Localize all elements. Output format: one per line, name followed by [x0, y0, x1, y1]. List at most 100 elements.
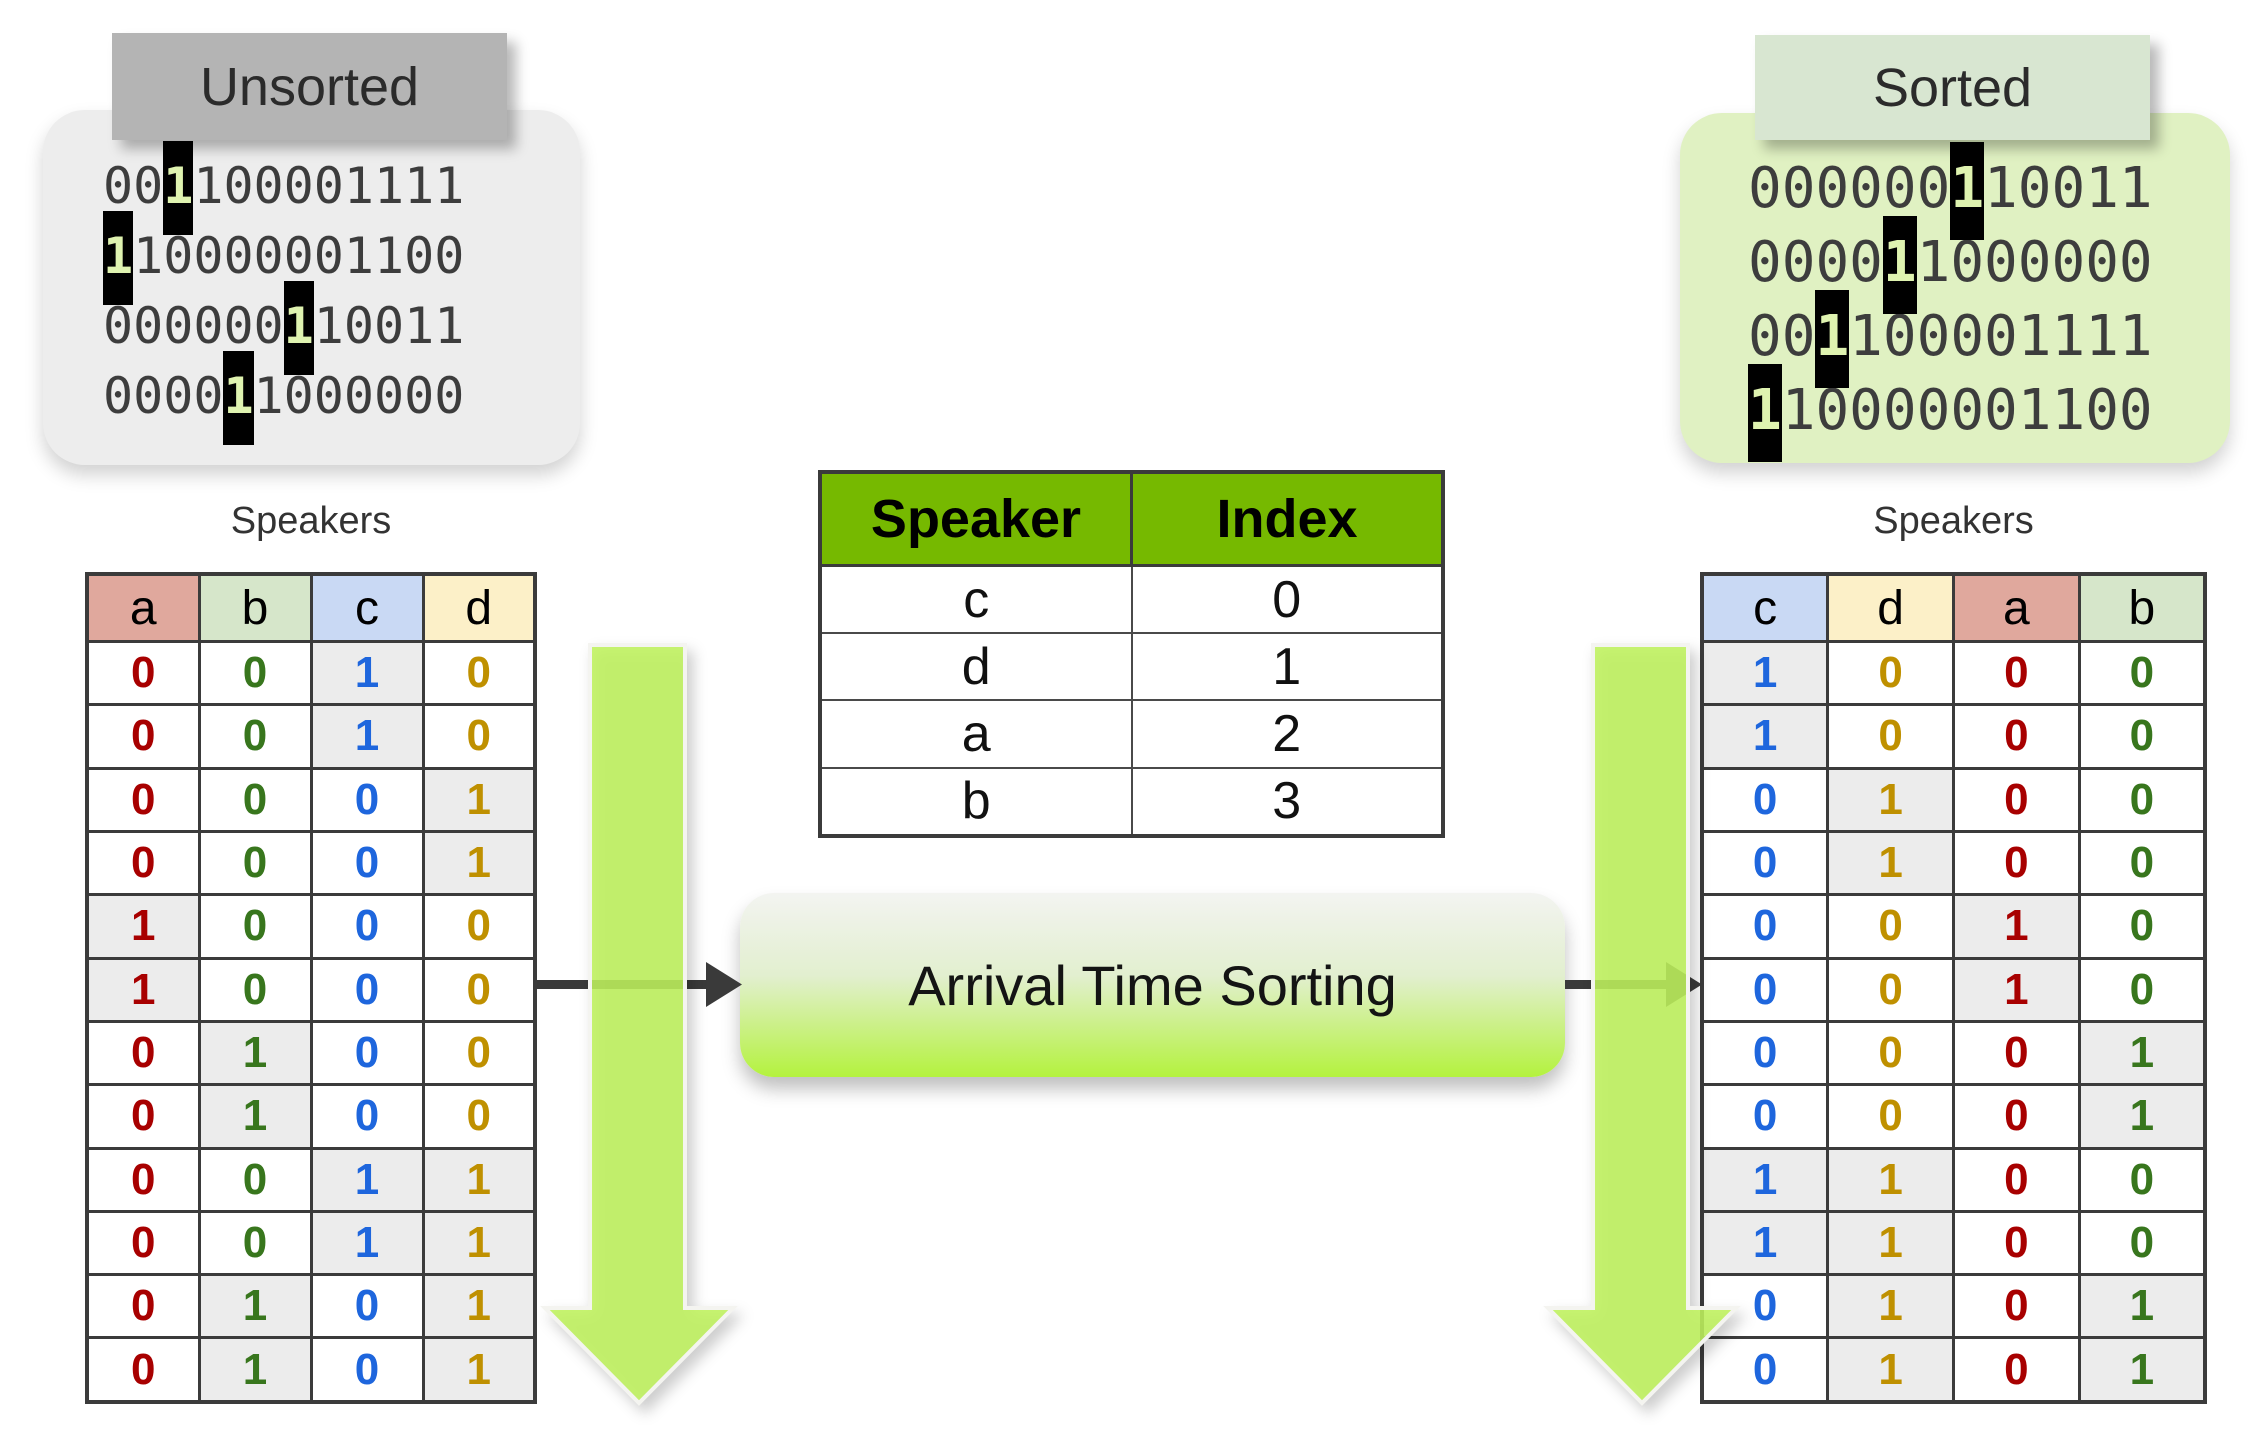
bit: 0 — [1815, 156, 1850, 221]
flow-arrow-to-process — [537, 962, 742, 1007]
bit-cell: 0 — [1700, 766, 1830, 833]
bit-cell: 1 — [197, 1083, 313, 1150]
bit: 1 — [1781, 378, 1816, 443]
bit: 0 — [1950, 304, 1985, 369]
bit: 0 — [2051, 156, 2086, 221]
bit-cell: 0 — [197, 703, 313, 770]
bit-cell: 1 — [1826, 829, 1955, 897]
bit: 0 — [223, 297, 254, 355]
speakers-title-left: Speakers — [230, 500, 392, 542]
bit: 0 — [103, 367, 134, 425]
bit-cell: 1 — [197, 1336, 313, 1404]
bit-cell: 0 — [1826, 703, 1955, 770]
bit-cell: 0 — [85, 1019, 201, 1087]
column-header-a: a — [85, 572, 201, 643]
bit: 0 — [1950, 378, 1985, 443]
bit-cell: 0 — [1826, 1083, 1955, 1150]
bit-cell: 0 — [1700, 1083, 1830, 1150]
bit: 0 — [2017, 156, 2052, 221]
bit-cell: 1 — [1700, 703, 1830, 770]
bit-cell: 1 — [197, 1273, 313, 1340]
bit-cell: 0 — [197, 956, 313, 1023]
bit: 0 — [2118, 230, 2153, 295]
bit-cell: 0 — [1952, 1209, 2081, 1277]
bit: 0 — [404, 227, 435, 285]
highlighted-bit: 1 — [1815, 290, 1850, 388]
bit-cell: 0 — [197, 829, 313, 897]
bit-cell: 0 — [2077, 1146, 2207, 1213]
highlighted-bit: 1 — [163, 141, 194, 235]
bit-cell: 1 — [421, 1336, 537, 1404]
bit: 1 — [2051, 378, 2086, 443]
bit: 1 — [434, 297, 465, 355]
bit-cell: 0 — [2077, 639, 2207, 707]
bit: 1 — [2017, 378, 2052, 443]
highlighted-bit: 1 — [103, 211, 134, 305]
index-cell: 1 — [1130, 632, 1444, 702]
bit-cell: 1 — [309, 703, 425, 770]
column-header-c: c — [309, 572, 425, 643]
bit-cell: 1 — [309, 1146, 425, 1213]
flow-arrow-to-output — [1565, 962, 1702, 1007]
speaker-cell: c — [819, 564, 1133, 635]
bit-cell: 0 — [309, 1273, 425, 1340]
bit-cell: 0 — [1826, 639, 1955, 707]
bit-cell: 0 — [85, 639, 201, 707]
bit: 0 — [253, 227, 284, 285]
binary-string: 000011000000 — [103, 351, 465, 445]
bit-cell: 0 — [1700, 1336, 1830, 1404]
bit: 0 — [373, 297, 405, 355]
bit: 0 — [1781, 304, 1816, 369]
bit: 0 — [313, 227, 344, 285]
bit-cell: 0 — [1826, 956, 1955, 1023]
bit: 0 — [1882, 156, 1917, 221]
speaker-cell: d — [819, 632, 1133, 702]
bit: 0 — [133, 157, 164, 215]
bit: 0 — [1916, 378, 1951, 443]
bit-cell: 1 — [421, 1209, 537, 1277]
bit: 1 — [2118, 156, 2153, 221]
bit-cell: 1 — [85, 893, 201, 960]
bit-cell: 0 — [309, 1019, 425, 1087]
bit: 0 — [1882, 304, 1917, 369]
bit-cell: 0 — [2077, 829, 2207, 897]
bit: 0 — [313, 367, 344, 425]
bit: 0 — [1984, 304, 2018, 369]
bit-cell: 0 — [85, 766, 201, 833]
bit: 0 — [103, 157, 134, 215]
column-header-a: a — [1952, 572, 2081, 643]
bit: 1 — [2085, 156, 2119, 221]
bit-cell: 0 — [309, 766, 425, 833]
bit-cell: 1 — [421, 766, 537, 833]
bit: 0 — [1781, 156, 1816, 221]
bit-cell: 0 — [85, 1336, 201, 1404]
bit: 1 — [1916, 230, 1951, 295]
bit-cell: 0 — [85, 1083, 201, 1150]
bit-cell: 1 — [421, 1146, 537, 1213]
bit-cell: 1 — [1952, 893, 2081, 960]
bit: 0 — [1849, 156, 1883, 221]
bit-cell: 0 — [85, 829, 201, 897]
bit: 1 — [1849, 304, 1883, 369]
bit: 0 — [1781, 230, 1816, 295]
bit-cell: 1 — [2077, 1019, 2207, 1087]
bit: 1 — [1984, 156, 2018, 221]
bit: 0 — [434, 367, 465, 425]
bit: 0 — [1748, 304, 1782, 369]
